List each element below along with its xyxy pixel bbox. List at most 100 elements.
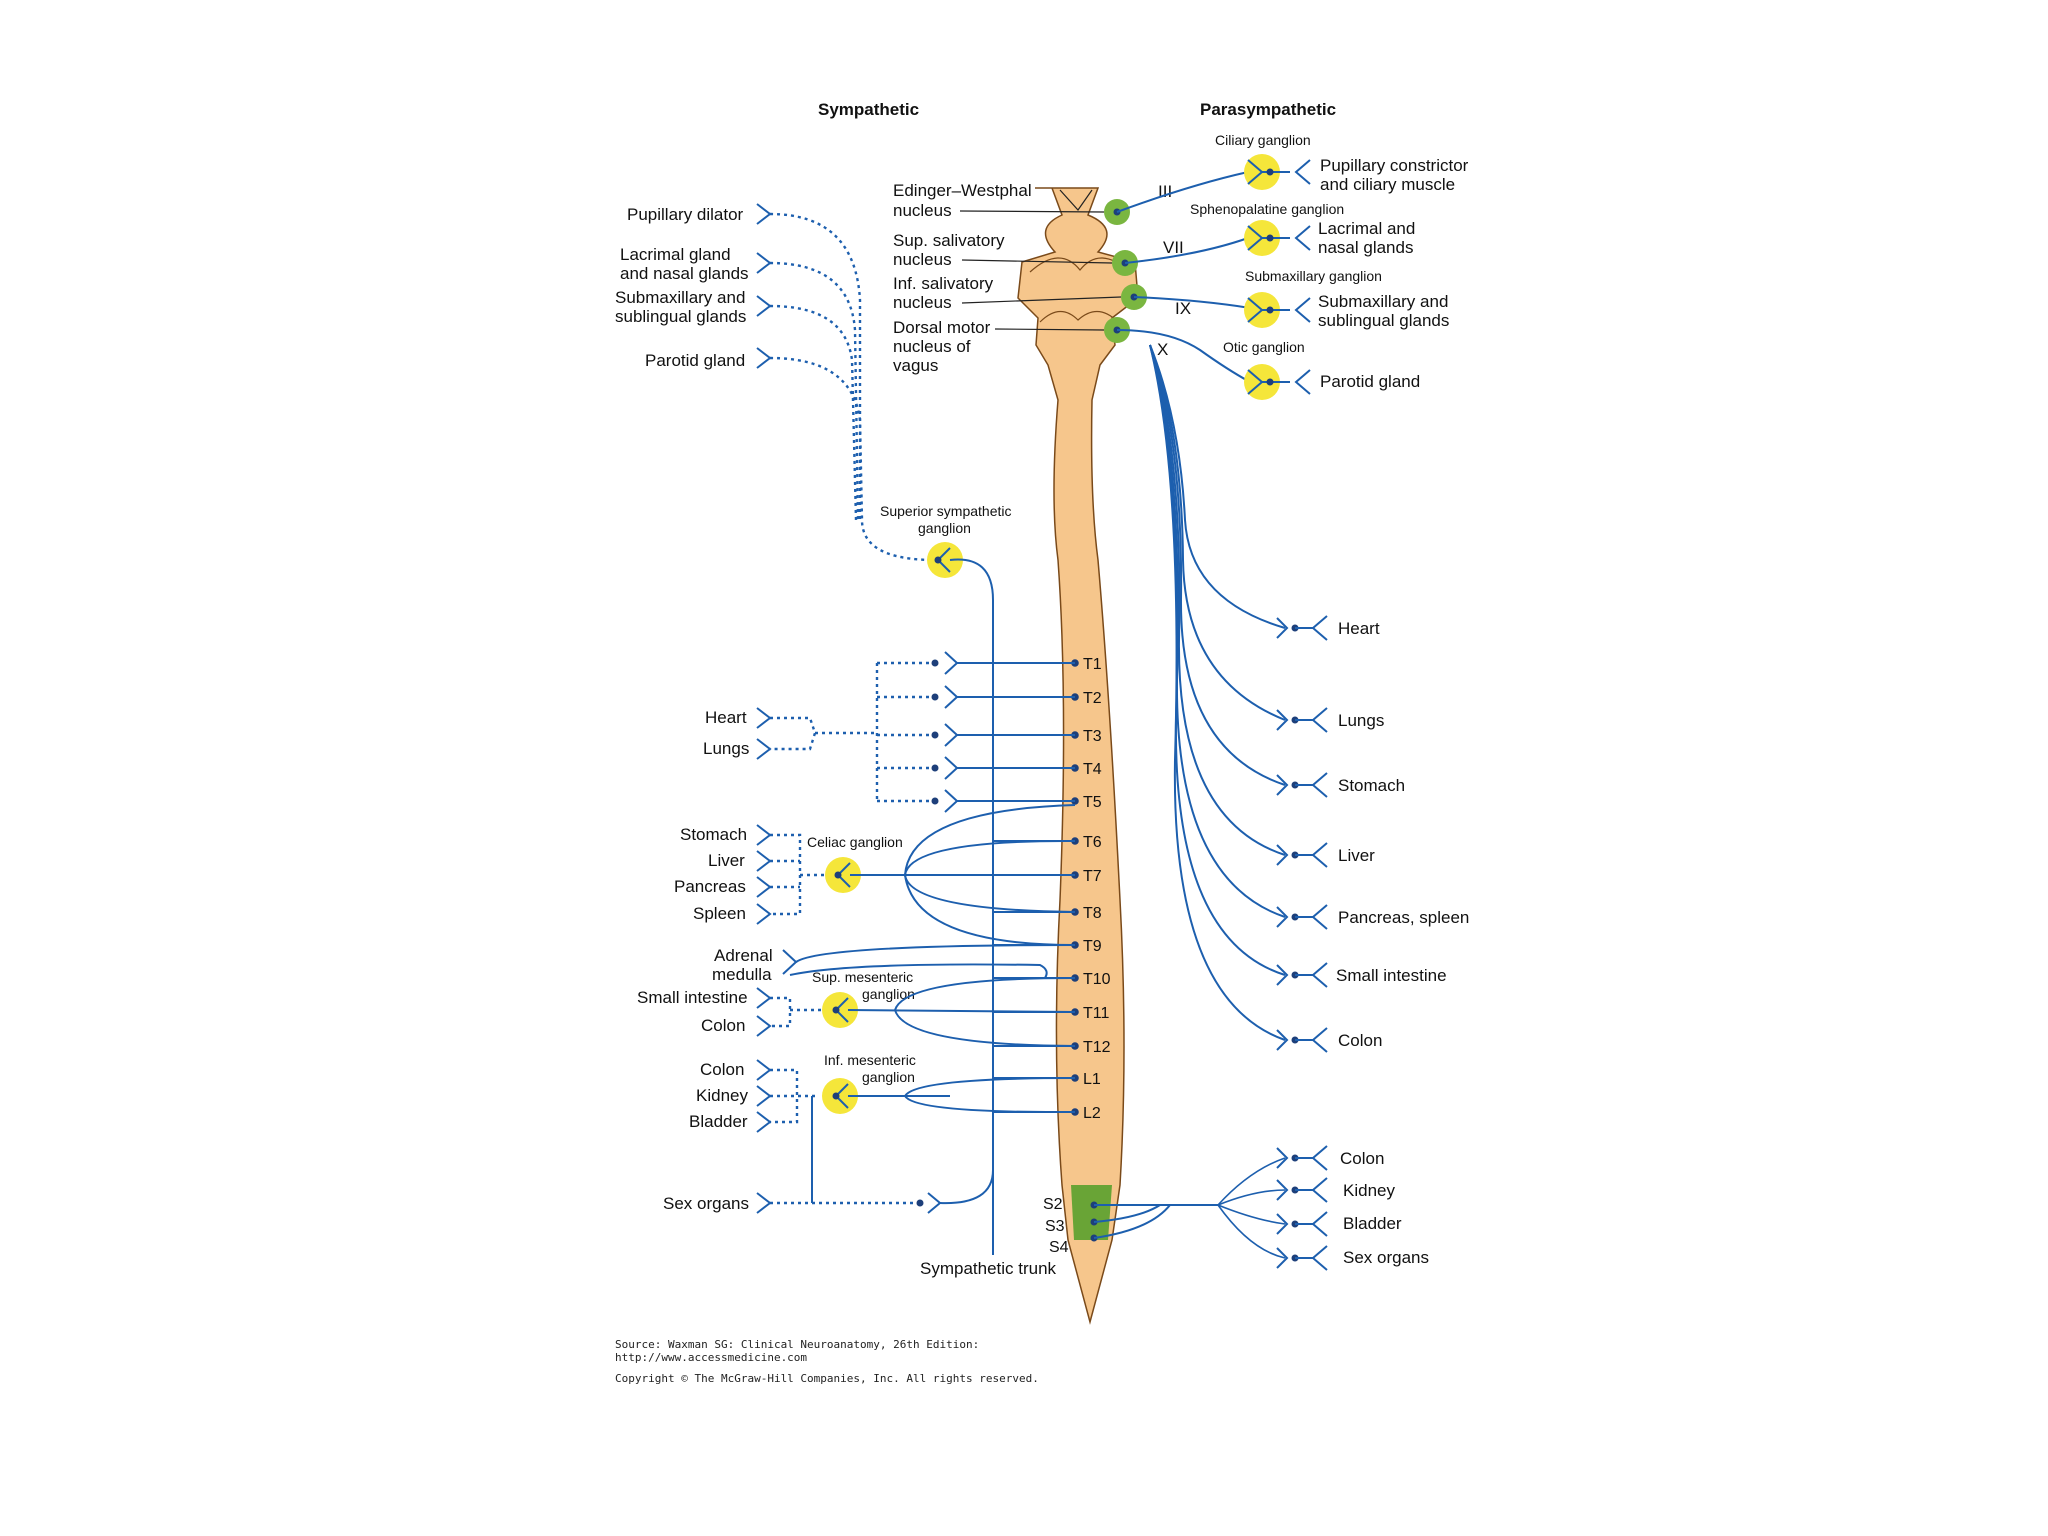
source-credit: Source: Waxman SG: Clinical Neuroanatomy…	[615, 1338, 1039, 1385]
vagal-synapse-pre	[1276, 617, 1289, 639]
medulla-contour	[1039, 310, 1119, 323]
vagal-synapse-pre	[1276, 964, 1289, 986]
sacral-segment-labels: S2 S3 S4	[1043, 1196, 1069, 1256]
cervical-synapse-dot	[931, 731, 939, 739]
vagal-synapse-pre	[1276, 844, 1289, 866]
sup-mesenteric-label-1: Sup. mesenteric	[812, 969, 913, 985]
pupillary-constrictor-label-2: and ciliary muscle	[1320, 175, 1455, 194]
celiac-ganglion-label: Celiac ganglion	[807, 834, 903, 850]
parasympathetic-sacral-targets: Colon Kidney Bladder Sex organs	[1340, 1149, 1429, 1267]
sacral-synapse-group	[1276, 1145, 1328, 1271]
para-target-lungs: Lungs	[1338, 711, 1384, 730]
segment-t11-label: T11	[1083, 1005, 1109, 1022]
vagal-synapse-effector	[1311, 615, 1328, 641]
sympathetic-trunk-label: Sympathetic trunk	[920, 1259, 1057, 1278]
vagal-synapse-pre	[1276, 906, 1289, 928]
symp-lacrimal-label-1: Lacrimal gland	[620, 245, 731, 264]
symp-sex-organs-label: Sex organs	[663, 1194, 749, 1213]
lacrimal-nasal-label-2: nasal glands	[1318, 238, 1413, 257]
cervical-synapse-bracket	[944, 651, 959, 675]
symp-colon1-label: Colon	[701, 1016, 745, 1035]
sup-salivatory-label-1: Sup. salivatory	[893, 231, 1005, 250]
source-line: Source: Waxman SG: Clinical Neuroanatomy…	[615, 1338, 979, 1351]
dorsal-motor-label-3: vagus	[893, 356, 938, 375]
adrenal-group: Adrenal medulla	[712, 944, 1076, 984]
sacral-target-sex-organs: Sex organs	[1343, 1248, 1429, 1267]
nerve-iii-label: III	[1158, 182, 1172, 201]
para-target-stomach: Stomach	[1338, 776, 1405, 795]
otic-ganglion-label: Otic ganglion	[1223, 339, 1305, 355]
symp-submaxillary-label-1: Submaxillary and	[615, 288, 745, 307]
cervical-synapse-dot	[931, 797, 939, 805]
cervical-synapse-dot	[931, 693, 939, 701]
parotid-gland-para-label: Parotid gland	[1320, 372, 1420, 391]
segment-t1-label: T1	[1083, 656, 1102, 673]
inf-mesenteric-label-1: Inf. mesenteric	[824, 1052, 916, 1068]
sup-mesenteric-ganglion	[822, 992, 858, 1028]
superior-ganglion-label-1: Superior sympathetic	[880, 503, 1012, 519]
sacral-target-kidney: Kidney	[1343, 1181, 1395, 1200]
parasympathetic-vagal-targets: Heart Lungs Stomach Liver Pancreas, sple…	[1336, 619, 1469, 1050]
midbrain-cleft	[1059, 189, 1093, 211]
sacral-synapse-effector	[1311, 1177, 1328, 1203]
superior-ganglion-label-2: ganglion	[918, 520, 971, 536]
symp-colon2-label: Colon	[700, 1060, 744, 1079]
segment-t7-label: T7	[1083, 868, 1102, 885]
sphenopalatine-ganglion-label: Sphenopalatine ganglion	[1190, 201, 1344, 217]
inf-salivatory-label-1: Inf. salivatory	[893, 274, 994, 293]
cervical-synapse-bracket	[944, 685, 959, 709]
sacral-synapse-effector	[1311, 1245, 1328, 1271]
symp-heart-label: Heart	[705, 708, 747, 727]
vagal-synapse-pre	[1276, 1029, 1289, 1051]
nerve-ix-label: IX	[1175, 299, 1191, 318]
dorsal-motor-label-2: nucleus of	[893, 337, 971, 356]
segment-t10-label: T10	[1083, 971, 1111, 988]
vagal-synapse-effector	[1311, 962, 1328, 988]
segment-t9-label: T9	[1083, 938, 1102, 955]
segment-t8-label: T8	[1083, 905, 1102, 922]
cervical-synapse-bracket	[944, 756, 959, 780]
segment-t6-label: T6	[1083, 834, 1102, 851]
segment-l1-label: L1	[1083, 1071, 1101, 1088]
vagal-synapse-group	[1276, 615, 1328, 1053]
copyright-line: Copyright © The McGraw-Hill Companies, I…	[615, 1372, 1039, 1385]
segment-t4-label: T4	[1083, 761, 1102, 778]
cranial-nerve-labels: III VII IX X	[1157, 182, 1191, 359]
para-target-liver: Liver	[1338, 846, 1375, 865]
para-target-heart: Heart	[1338, 619, 1380, 638]
para-target-pancreas-spleen: Pancreas, spleen	[1338, 908, 1469, 927]
sup-mesenteric-group: Sup. mesenteric ganglion Small intestine…	[637, 969, 1076, 1047]
superior-sympathetic-ganglion-group: Superior sympathetic ganglion	[880, 503, 1012, 601]
symp-adrenal-label-1: Adrenal	[714, 946, 773, 965]
symp-parotid-label: Parotid gland	[645, 351, 745, 370]
sacral-synapse-pre	[1276, 1213, 1289, 1235]
source-url: http://www.accessmedicine.com	[615, 1351, 807, 1364]
sacral-synapse-effector	[1311, 1145, 1328, 1171]
symp-lungs-label: Lungs	[703, 739, 749, 758]
sup-salivatory-label-2: nucleus	[893, 250, 952, 269]
sacral-parasympathetic-fibers	[1090, 1157, 1286, 1259]
sacral-target-bladder: Bladder	[1343, 1214, 1402, 1233]
sacral-target-colon: Colon	[1340, 1149, 1384, 1168]
cervical-synapse-dot	[931, 764, 939, 772]
cervical-synapse-bracket	[944, 789, 959, 813]
symp-pupillary-dilator-label: Pupillary dilator	[627, 205, 744, 224]
segment-s4: S4	[1049, 1239, 1069, 1256]
vagal-synapse-effector	[1311, 1027, 1328, 1053]
para-target-colon: Colon	[1338, 1031, 1382, 1050]
segment-t3-label: T3	[1083, 728, 1102, 745]
symp-liver-label: Liver	[708, 851, 745, 870]
inf-salivatory-label-2: nucleus	[893, 293, 952, 312]
submaxillary-sublingual-label-2: sublingual glands	[1318, 311, 1449, 330]
symp-pancreas-label: Pancreas	[674, 877, 746, 896]
symp-stomach-label: Stomach	[680, 825, 747, 844]
vagus-nerve-fibers	[1149, 344, 1286, 1041]
celiac-ganglion	[825, 857, 861, 893]
submaxillary-ganglion-label: Submaxillary ganglion	[1245, 268, 1382, 284]
vagal-synapse-effector	[1311, 904, 1328, 930]
symp-kidney-label: Kidney	[696, 1086, 748, 1105]
celiac-ganglion-group: Celiac ganglion Stomach Liver Pancreas S…	[674, 804, 1076, 946]
vagal-synapse-effector	[1311, 707, 1328, 733]
